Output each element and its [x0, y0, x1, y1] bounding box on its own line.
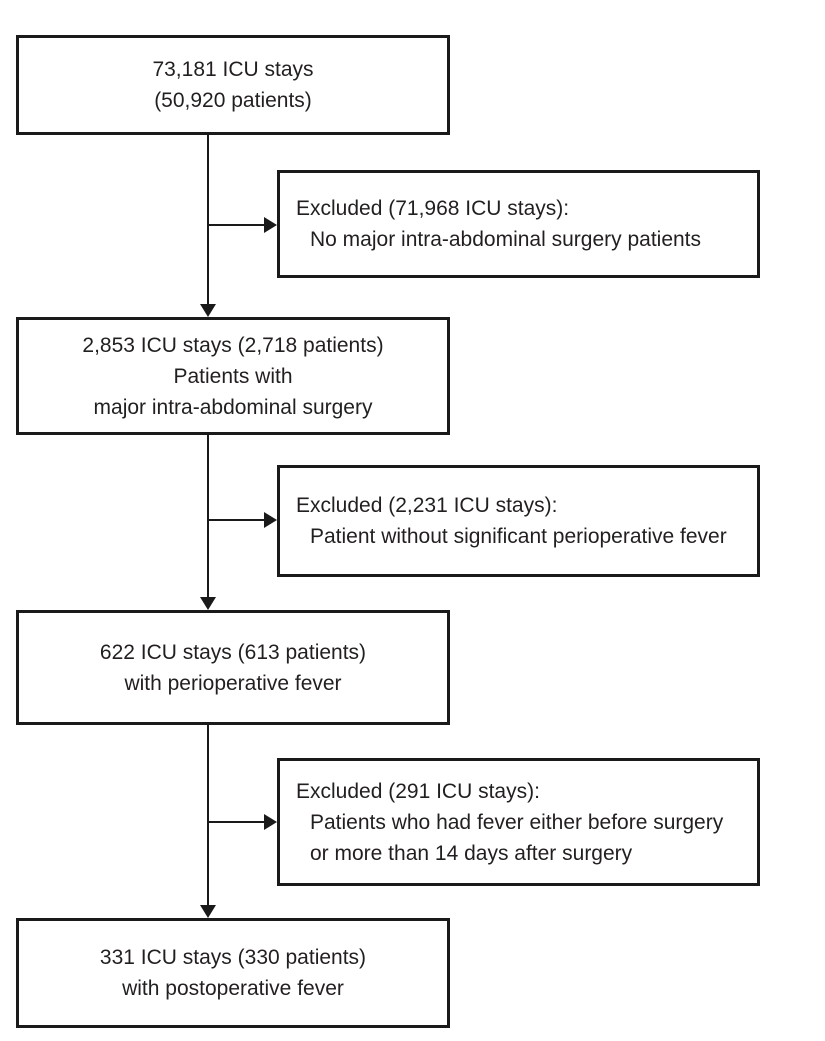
- box-major-intra-abdominal-surgery: 2,853 ICU stays (2,718 patients) Patient…: [16, 317, 450, 435]
- branch-line-3: [208, 821, 264, 823]
- box-line: 331 ICU stays (330 patients): [99, 946, 367, 969]
- excluded-detail: or more than 14 days after surgery: [310, 841, 633, 865]
- excluded-heading: Excluded (71,968 ICU stays):: [296, 197, 570, 220]
- arrowhead-down-2: [200, 597, 216, 610]
- box-line: with perioperative fever: [124, 671, 342, 695]
- box-perioperative-fever: 622 ICU stays (613 patients) with periop…: [16, 610, 450, 725]
- box-line: major intra-abdominal surgery: [93, 395, 373, 419]
- arrowhead-down-1: [200, 304, 216, 317]
- box-line: Patients with: [173, 364, 293, 388]
- excluded-heading: Excluded (291 ICU stays):: [296, 779, 540, 803]
- arrowhead-down-3: [200, 905, 216, 918]
- arrowhead-right-1: [264, 217, 277, 233]
- box-line: (50,920 patients): [154, 89, 312, 112]
- box-line: 73,181 ICU stays: [152, 58, 314, 81]
- excluded-detail: Patient without significant perioperativ…: [310, 525, 727, 548]
- branch-line-2: [208, 519, 264, 521]
- connector-line-2: [207, 435, 209, 599]
- excluded-heading: Excluded (2,231 ICU stays):: [296, 494, 558, 517]
- box-line: 622 ICU stays (613 patients): [99, 640, 367, 664]
- box-line: 2,853 ICU stays (2,718 patients): [82, 333, 384, 357]
- connector-line-3: [207, 725, 209, 907]
- box-line: with postoperative fever: [122, 977, 344, 1000]
- box-excluded-no-surgery: Excluded (71,968 ICU stays): No major in…: [277, 170, 760, 278]
- box-postoperative-fever: 331 ICU stays (330 patients) with postop…: [16, 918, 450, 1028]
- box-excluded-no-perioperative-fever: Excluded (2,231 ICU stays): Patient with…: [277, 465, 760, 577]
- excluded-detail: No major intra-abdominal surgery patient…: [310, 228, 702, 251]
- connector-line-1: [207, 135, 209, 306]
- box-icu-stays-total: 73,181 ICU stays (50,920 patients): [16, 35, 450, 135]
- box-excluded-fever-timing: Excluded (291 ICU stays): Patients who h…: [277, 758, 760, 886]
- arrowhead-right-2: [264, 512, 277, 528]
- branch-line-1: [208, 224, 264, 226]
- excluded-detail: Patients who had fever either before sur…: [310, 810, 724, 834]
- arrowhead-right-3: [264, 814, 277, 830]
